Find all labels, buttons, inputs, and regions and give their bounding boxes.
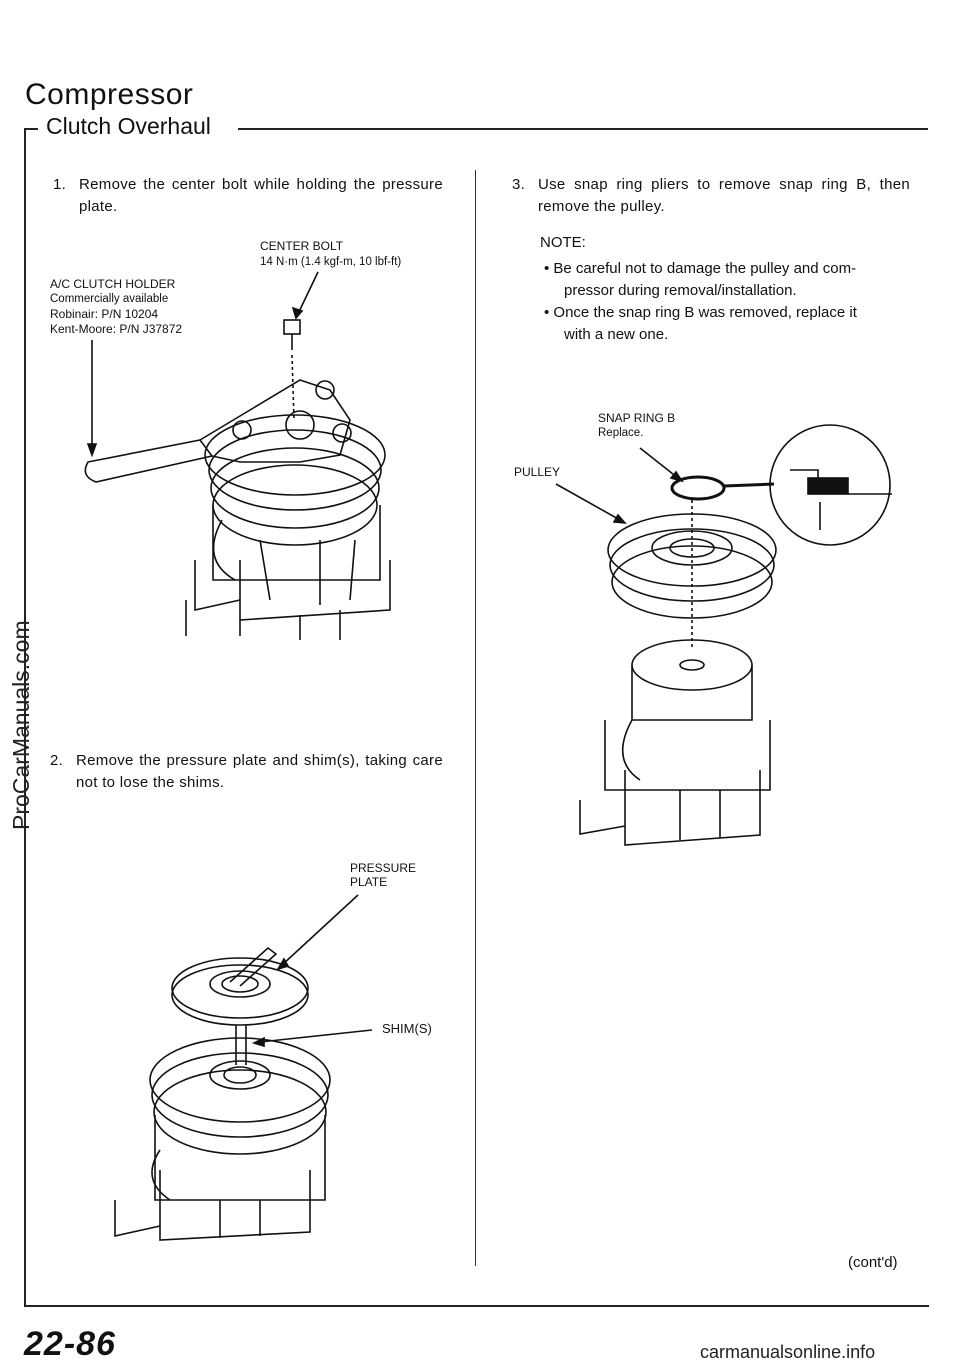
label-clutch-holder: A/C CLUTCH HOLDER: [50, 277, 176, 291]
frame-left-border: [24, 128, 26, 1306]
step-3: 3. Use snap ring pliers to remove snap r…: [512, 174, 910, 218]
page-number: 22-86: [24, 1325, 116, 1363]
label-snap-ring-b: SNAP RING B: [598, 411, 676, 425]
label-center-bolt: CENTER BOLT: [260, 239, 344, 253]
site-footer-text: carmanualsonline.info: [700, 1342, 876, 1362]
step-3-number: 3.: [512, 176, 526, 193]
note-bullet-1-line1: • Be careful not to damage the pulley an…: [544, 260, 857, 277]
label-commercially-available: Commercially available: [50, 293, 169, 305]
label-pressure-plate-2: PLATE: [350, 875, 388, 889]
label-pulley: PULLEY: [514, 465, 561, 479]
label-shims: SHIM(S): [382, 1021, 432, 1036]
frame-tick: [24, 128, 38, 130]
column-divider: [475, 170, 476, 1266]
note-block: NOTE: • Be careful not to damage the pul…: [540, 232, 910, 346]
page-title: Compressor: [25, 78, 194, 111]
label-robinair: Robinair: P/N 10204: [50, 307, 159, 321]
frame-bottom-border: [24, 1305, 929, 1307]
note-heading: NOTE:: [540, 234, 586, 251]
label-replace: Replace.: [598, 427, 644, 439]
step-1-text: Remove the center bolt while holding the…: [79, 176, 443, 215]
note-bullet-2-line1: • Once the snap ring B was removed, repl…: [544, 304, 857, 321]
step-1: 1. Remove the center bolt while holding …: [53, 174, 443, 218]
step-2: 2. Remove the pressure plate and shim(s)…: [50, 750, 443, 794]
note-bullet-2: • Once the snap ring B was removed, repl…: [540, 302, 910, 346]
step-2-number: 2.: [50, 752, 64, 769]
label-pressure-plate-1: PRESSURE: [350, 861, 417, 875]
step-3-text: Use snap ring pliers to remove snap ring…: [538, 176, 910, 215]
label-torque: 14 N·m (1.4 kgf-m, 10 lbf-ft): [260, 256, 402, 268]
header-rule: [238, 128, 928, 130]
note-bullet-1: • Be careful not to damage the pulley an…: [540, 258, 910, 302]
step-1-number: 1.: [53, 176, 67, 193]
watermark-text: ProCarManuals.com: [8, 620, 34, 830]
note-bullet-2-line2: with a new one.: [564, 326, 669, 343]
label-kent-moore: Kent-Moore: P/N J37872: [50, 322, 183, 336]
note-bullet-1-line2: pressor during removal/installation.: [564, 282, 797, 299]
continued-label: (cont'd): [848, 1254, 898, 1271]
section-subtitle: Clutch Overhaul: [46, 113, 211, 139]
step-2-text: Remove the pressure plate and shim(s), t…: [76, 752, 443, 791]
